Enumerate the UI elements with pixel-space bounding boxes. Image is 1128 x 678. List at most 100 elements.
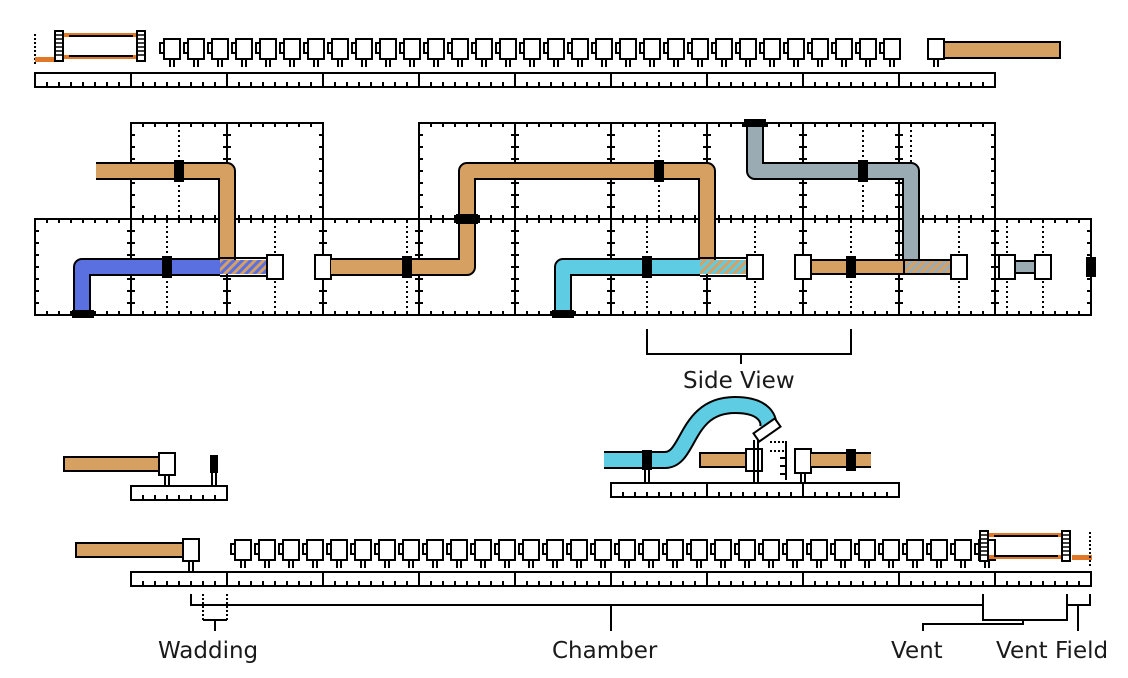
tan-pipe-middle [331,164,714,274]
nozzle [752,417,782,443]
unit-box [738,539,756,561]
unit-box [834,539,852,561]
chamber-unit [422,539,444,568]
chamber-unit [879,38,901,67]
gray-pipe-outline [746,123,920,260]
pipe-clamp [162,256,172,278]
unit-box [522,539,540,561]
chamber-unit [878,539,900,568]
top-vent-assembly [54,30,146,62]
unit-box [427,38,445,60]
chamber-unit [902,539,924,568]
side-view-bracket [646,329,852,355]
vent-field-label: Vent Field [996,638,1109,664]
unit-box [426,539,444,561]
unit-box [235,38,253,60]
vent-field-bracket [1066,594,1091,606]
top-ruler [34,72,996,88]
chamber-unit [447,38,469,67]
side-view-diagram [604,395,900,498]
unit-box [331,38,349,60]
pipe-clamp [858,160,868,182]
chamber-unit [279,38,301,67]
bottom-ruler [130,571,1092,587]
pipe-connector [1034,254,1052,280]
pipes [72,119,1096,318]
chamber-unit [375,38,397,67]
unit-box [762,539,780,561]
unit-box [499,38,517,60]
chamber-bracket [190,594,982,606]
cyan-hose [604,397,776,467]
unit-box [882,539,900,561]
chamber-unit [471,38,493,67]
unit-box [306,539,324,561]
unit-box [258,539,276,561]
unit-box [451,38,469,60]
blue-pipe [75,260,220,314]
unit-box [954,539,972,561]
unit-box [283,38,301,60]
unit-box [858,539,876,561]
chamber-label: Chamber [552,638,658,664]
unit-box [786,539,804,561]
chamber-unit [615,38,637,67]
brackets [190,329,1091,631]
chamber-unit [831,38,853,67]
chamber-unit [759,38,781,67]
bottom-vent-assembly [979,530,1071,562]
chamber-unit [398,539,420,568]
chamber-unit [494,539,516,568]
unit-box [594,539,612,561]
unit-box [450,539,468,561]
unit-box [666,539,684,561]
unit-box [474,539,492,561]
unit-box [619,38,637,60]
unit-box [835,38,853,60]
unit-box [571,38,589,60]
pipe-clamp [846,449,856,471]
gray-pipe [748,123,918,260]
unit-box [642,539,660,561]
tan-pipe-segment [699,452,747,468]
chamber-unit [542,539,564,568]
pipe-connector [158,452,176,476]
unit-box [859,38,877,60]
unit-box [259,38,277,60]
chamber-unit [782,539,804,568]
unit-box [618,539,636,561]
unit-box [163,38,181,60]
cyan-pipe-outline [554,258,700,314]
pipe-clamp [846,256,856,278]
unit-box [691,38,709,60]
tan-pipe-top [943,41,1061,59]
gray-short-pipe [1014,260,1036,274]
chamber-unit [854,539,876,568]
chamber-unit [590,539,612,568]
chamber-unit [566,539,588,568]
unit-box [667,38,685,60]
chamber-unit [399,38,421,67]
tan-pipe-upper-left-outline [96,162,236,260]
chamber-unit [423,38,445,67]
small-wadding-diagram [63,452,228,501]
unit-box [354,539,372,561]
grid-panel [226,122,324,220]
chamber-unit [711,38,733,67]
vent-field-pipe [1072,555,1092,560]
chamber-unit [734,539,756,568]
pipe-clamp [1086,257,1096,277]
pipe-connector [998,254,1016,280]
chamber-unit [950,539,972,568]
pipe-clamp [552,310,574,318]
unit-box [282,539,300,561]
tan-pipe-right [810,259,905,275]
unit-box [811,38,829,60]
unit-box [187,38,205,60]
unit-box [355,38,373,60]
unit-box [498,539,516,561]
unit-box [475,38,493,60]
unit-box [714,539,732,561]
vent-label: Vent [891,638,943,664]
chamber-unit [783,38,805,67]
